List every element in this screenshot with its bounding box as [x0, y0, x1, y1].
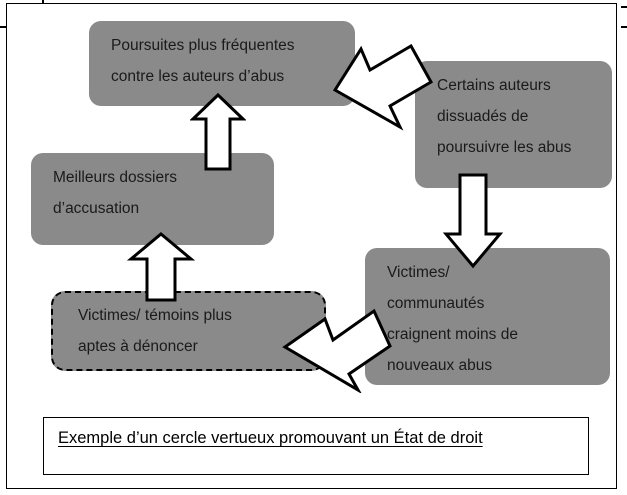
node-meilleurs-dossiers: Meilleurs dossiers d’accusation — [31, 153, 274, 245]
arrow-down-right-icon-poursuites-to-certains — [331, 44, 441, 136]
arrow-down-icon-certains-to-victimes — [443, 172, 503, 269]
node-certains-auteurs: Certains auteurs dissuadés de poursuivre… — [415, 61, 612, 188]
page-border — [6, 3, 617, 489]
arrow-down-left-icon-victimes-to-temoins — [281, 298, 394, 393]
node-victimes-communautes: Victimes/ communautés craignent moins de… — [365, 248, 610, 385]
node-poursuites: Poursuites plus fréquentes contre les au… — [89, 21, 355, 106]
caption-box: Exemple d’un cercle vertueux promouvant … — [43, 417, 589, 475]
arrow-up-icon-meilleurs-to-poursuites — [190, 92, 246, 172]
edge-tick-right-lower — [621, 26, 627, 28]
edge-tick-left — [0, 26, 6, 28]
node-victimes-temoins: Victimes/ témoins plus aptes à dénoncer — [51, 291, 326, 371]
caption-text: Exemple d’un cercle vertueux promouvant … — [58, 429, 483, 447]
edge-tick-right-upper — [621, 6, 627, 8]
edge-tick-top — [42, 0, 44, 4]
arrow-up-icon-temoins-to-meilleurs — [127, 231, 195, 303]
